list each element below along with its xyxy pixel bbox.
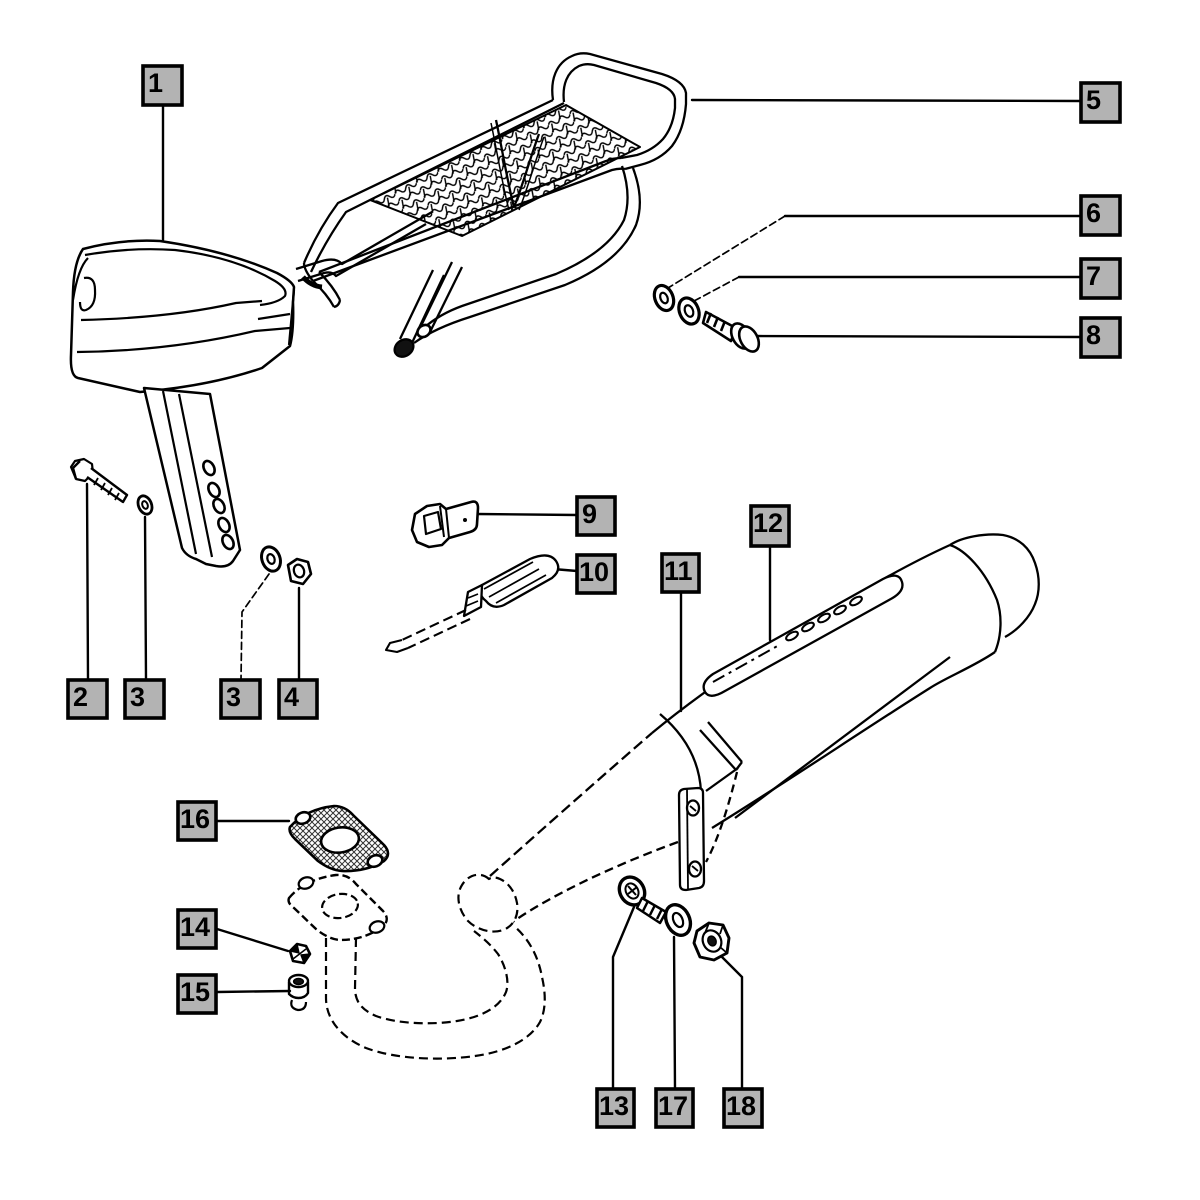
svg-text:7: 7 — [1086, 261, 1101, 291]
svg-text:9: 9 — [582, 499, 597, 529]
svg-text:16: 16 — [180, 804, 210, 834]
svg-text:3: 3 — [226, 682, 241, 712]
svg-text:2: 2 — [73, 682, 88, 712]
svg-text:3: 3 — [130, 682, 145, 712]
svg-text:18: 18 — [726, 1091, 756, 1121]
svg-text:11: 11 — [664, 556, 693, 586]
svg-text:1: 1 — [148, 68, 163, 98]
svg-text:6: 6 — [1086, 198, 1101, 228]
svg-text:13: 13 — [599, 1091, 629, 1121]
svg-text:12: 12 — [753, 508, 783, 538]
svg-text:8: 8 — [1086, 320, 1101, 350]
svg-text:10: 10 — [579, 557, 609, 587]
svg-text:15: 15 — [180, 977, 210, 1007]
svg-text:14: 14 — [180, 912, 210, 942]
svg-text:17: 17 — [658, 1091, 688, 1121]
svg-text:4: 4 — [284, 682, 299, 712]
svg-text:5: 5 — [1086, 85, 1101, 115]
